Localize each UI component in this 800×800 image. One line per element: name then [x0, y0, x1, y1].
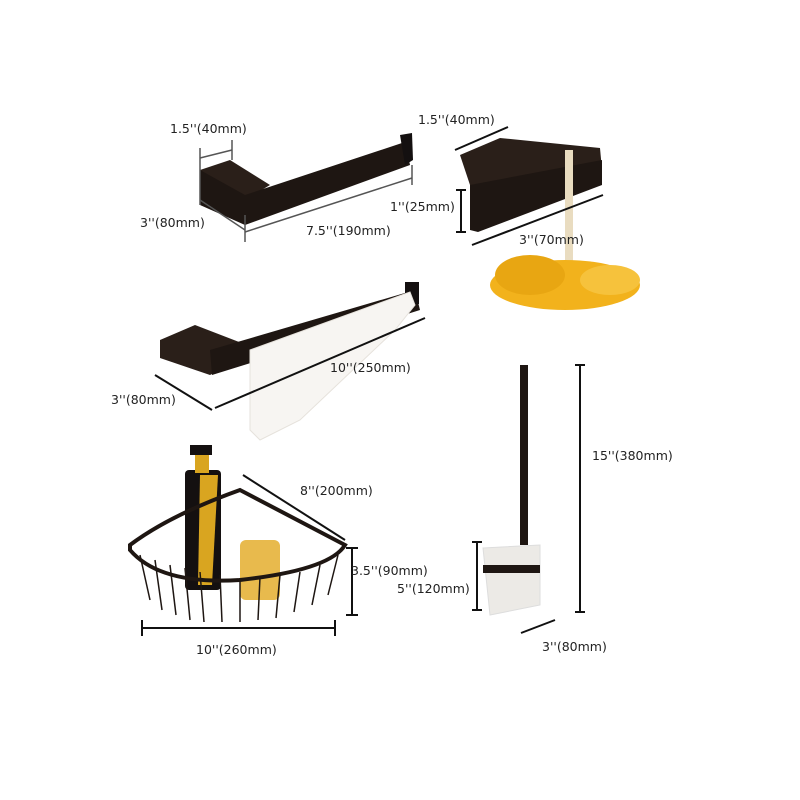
toilet-brush-image	[472, 364, 585, 634]
towel-bar-width-label: 3''(80mm)	[111, 392, 176, 407]
paper-holder-length-label: 7.5''(190mm)	[306, 223, 391, 238]
robe-hook-image	[454, 126, 640, 310]
paper-holder-width-label: 3''(80mm)	[140, 215, 205, 230]
basket-width-label: 10''(260mm)	[196, 642, 277, 657]
brush-height-label: 15''(380mm)	[592, 448, 673, 463]
towel-bar-length-label: 10''(250mm)	[330, 360, 411, 375]
corner-basket-image	[128, 445, 358, 636]
paper-holder-depth-label: 1.5''(40mm)	[170, 121, 247, 136]
toilet-paper-holder-image	[199, 133, 413, 242]
towel-bar-image	[154, 282, 426, 441]
basket-height-label: 3.5''(90mm)	[351, 563, 428, 578]
brush-cup-height-label: 5''(120mm)	[397, 581, 470, 596]
brush-width-label: 3''(80mm)	[542, 639, 607, 654]
basket-side-label: 8''(200mm)	[300, 483, 373, 498]
hook-width-label: 3''(70mm)	[519, 232, 584, 247]
hook-height-label: 1''(25mm)	[390, 199, 455, 214]
hook-depth-label: 1.5''(40mm)	[418, 112, 495, 127]
